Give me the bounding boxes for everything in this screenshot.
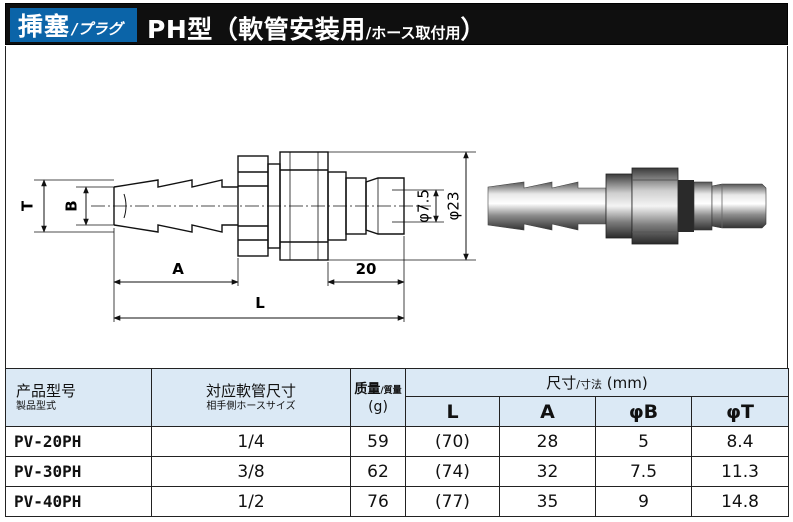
cell-L: (70)	[405, 426, 500, 457]
header-mass: 质量/質量 (g)	[350, 368, 406, 427]
hose-barb-outline	[113, 179, 238, 233]
header-col-B: φB	[595, 396, 692, 427]
cell-A: 32	[499, 456, 596, 487]
header-model: 产品型号 製品型式	[5, 368, 152, 427]
dim-phi23	[328, 151, 476, 261]
header-col-T: φT	[691, 396, 789, 427]
dim-phi75	[404, 189, 444, 223]
table-row: PV-30PH 3/8 62 (74) 32 7.5 11.3	[5, 456, 789, 487]
header-hose: 対应軟管尺寸 相手側ホースサイズ	[151, 368, 351, 427]
header-dims-zh: 尺寸	[546, 374, 577, 392]
table-row: PV-40PH 1/2 76 (77) 35 9 14.8	[5, 486, 789, 517]
cell-L: (77)	[405, 486, 500, 517]
technical-drawing: T B φ7.5 φ23	[19, 151, 767, 322]
cell-hose: 1/4	[151, 426, 351, 457]
label-20: 20	[356, 260, 377, 278]
cell-B: 5	[595, 426, 692, 457]
title-close-text: ）	[460, 15, 486, 44]
label-phi23: φ23	[445, 192, 463, 221]
header-col-A: A	[499, 396, 596, 427]
header-col-L: L	[405, 396, 500, 427]
cell-L: (74)	[405, 456, 500, 487]
label-L: L	[255, 294, 265, 312]
title-main-text: PH型（軟管安装用	[147, 15, 366, 44]
dim-B	[76, 186, 114, 226]
label-phi75: φ7.5	[415, 189, 433, 223]
cell-model: PV-30PH	[5, 456, 152, 487]
title-sub-text: /ホース取付用	[365, 24, 461, 42]
label-B: B	[63, 200, 81, 211]
header-dimensions: 尺寸/寸法 (mm)	[405, 368, 789, 397]
cell-mass: 59	[350, 426, 406, 457]
header-mass-unit: (g)	[368, 399, 388, 415]
label-T: T	[19, 200, 37, 211]
cell-B: 7.5	[595, 456, 692, 487]
cell-hose: 1/2	[151, 486, 351, 517]
product-photo	[487, 167, 767, 245]
header-dims-unit: (mm)	[602, 374, 648, 392]
cell-T: 14.8	[691, 486, 789, 517]
cell-A: 35	[499, 486, 596, 517]
label-A: A	[172, 260, 184, 278]
cell-mass: 62	[350, 456, 406, 487]
header-hose-ja: 相手側ホースサイズ	[206, 400, 296, 412]
spec-table: 产品型号 製品型式 対应軟管尺寸 相手側ホースサイズ 质量/質量 (g) 尺寸/…	[5, 368, 789, 517]
drawing-area: T B φ7.5 φ23	[5, 46, 788, 368]
badge-main-text: 挿塞	[18, 12, 71, 41]
dim-T	[34, 179, 114, 233]
header-bar: 挿塞 /プラグ PH型（軟管安装用 /ホース取付用 ）	[5, 3, 788, 45]
header-dims-ja: /寸法	[576, 378, 603, 391]
header-mass-zh: 质量	[354, 382, 381, 397]
badge-sub-text: /プラグ	[72, 19, 123, 38]
cell-hose: 3/8	[151, 456, 351, 487]
header-model-ja: 製品型式	[16, 400, 56, 412]
cell-model: PV-20PH	[5, 426, 152, 457]
category-badge: 挿塞 /プラグ	[10, 8, 137, 42]
table-row: PV-20PH 1/4 59 (70) 28 5 8.4	[5, 426, 789, 457]
cell-mass: 76	[350, 486, 406, 517]
cell-B: 9	[595, 486, 692, 517]
cell-A: 28	[499, 426, 596, 457]
header-model-zh: 产品型号	[16, 381, 77, 400]
dim-A	[113, 228, 239, 322]
header-hose-zh: 対应軟管尺寸	[205, 381, 296, 400]
body-outline	[237, 151, 405, 261]
cell-T: 8.4	[691, 426, 789, 457]
cell-T: 11.3	[691, 456, 789, 487]
cell-model: PV-40PH	[5, 486, 152, 517]
dim-20	[327, 236, 405, 322]
page-title: PH型（軟管安装用 /ホース取付用 ）	[147, 10, 486, 46]
header-mass-ja: /質量	[380, 386, 402, 396]
